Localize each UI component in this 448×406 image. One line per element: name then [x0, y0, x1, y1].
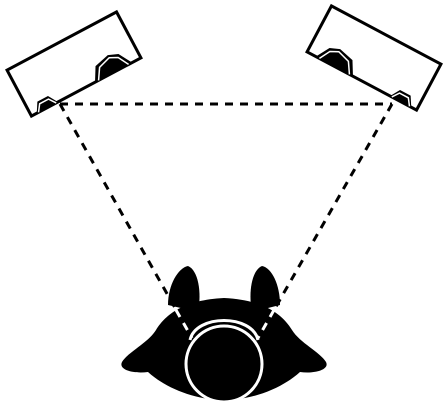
left-speaker-icon: [5, 9, 143, 119]
sight-lines: [58, 102, 394, 339]
right-speaker-icon: [305, 3, 443, 113]
neck-outline: [188, 319, 260, 341]
head-circle: [184, 324, 264, 404]
left-ear-shape: [168, 266, 200, 312]
listener-top-view-icon: [121, 266, 327, 404]
sight-lines-over-body: [174, 309, 276, 339]
right-ear-shape: [250, 266, 280, 312]
